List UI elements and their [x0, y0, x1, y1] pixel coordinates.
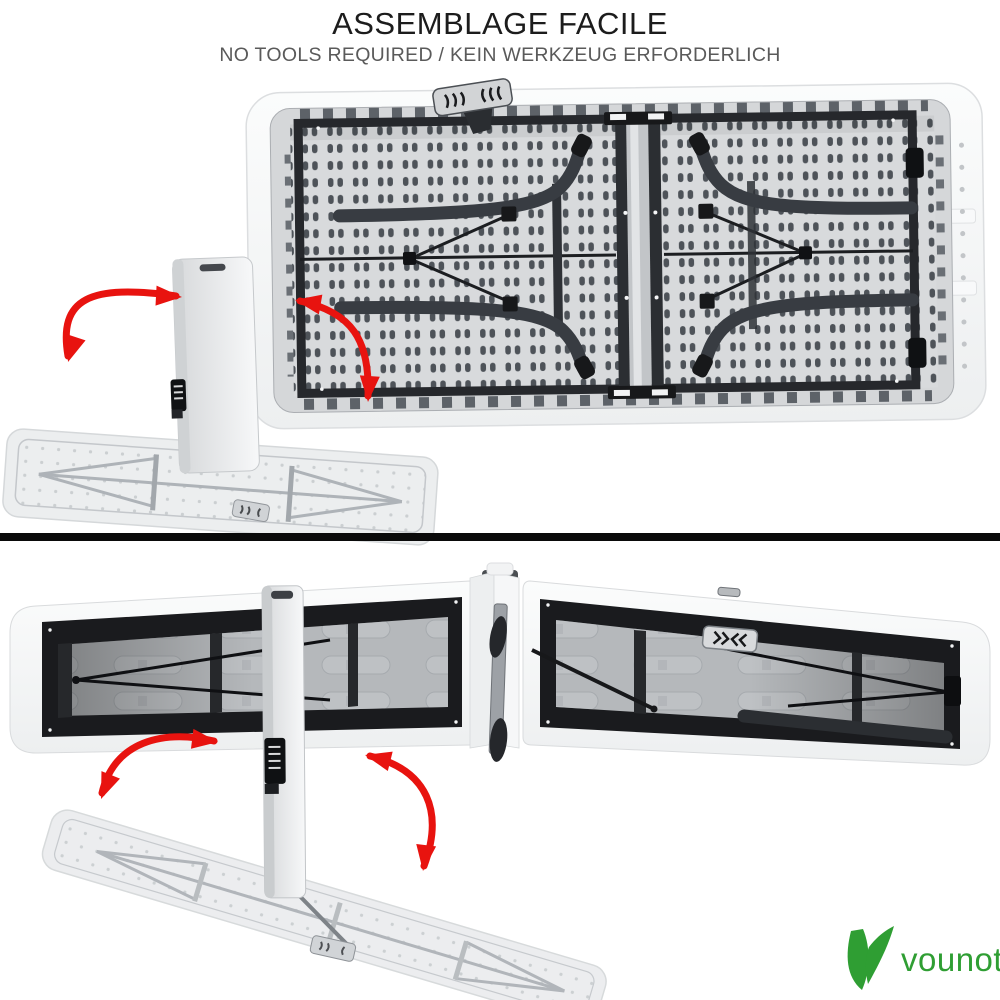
left-wing: [9, 580, 480, 754]
right-wing: [522, 580, 991, 766]
half-folded-table-mini: [2, 256, 439, 546]
v-open-table: [9, 562, 991, 766]
tabletop-standing-panel: [261, 585, 307, 899]
folding-leg: [332, 141, 587, 223]
half-folded-table-mini-bottom: [41, 585, 607, 1000]
tabletop-standing-panel: [170, 256, 260, 474]
handle-slot: [271, 590, 294, 599]
ghost-flat-table: [2, 428, 439, 546]
carry-handle-icon: [432, 78, 513, 135]
section-divider: [0, 533, 1000, 541]
carry-handle-icon: [231, 499, 270, 523]
folded-legs: [332, 140, 920, 375]
page-title: ASSEMBLAGE FACILE: [332, 6, 668, 41]
page-subtitle: NO TOOLS REQUIRED / KEIN WERKZEUG ERFORD…: [219, 44, 781, 66]
folded-leg-tube: [737, 709, 953, 744]
rim-notch: [949, 280, 978, 296]
hanging-leg: [488, 603, 508, 762]
folding-leg: [334, 300, 591, 375]
brand-logo: vounot: [901, 941, 1000, 979]
ghost-flat-table: [41, 809, 607, 1000]
latch-icon: [905, 147, 924, 178]
screws: [316, 118, 899, 391]
folding-leg: [693, 140, 918, 215]
leg-elbow-caps: [501, 132, 715, 380]
vounot-logo-icon: [847, 926, 894, 990]
fold-arrow-icon: [62, 288, 180, 360]
latch-icon: [170, 379, 187, 412]
center-hinge: [469, 562, 658, 762]
brace-rods: [299, 211, 913, 303]
lock-bar: [746, 181, 758, 330]
brand-name: vounot: [901, 941, 1000, 978]
lock-pin: [717, 586, 741, 598]
header: ASSEMBLAGE FACILE NO TOOLS REQUIRED / KE…: [0, 6, 1000, 67]
folded-table-underside: [245, 78, 987, 430]
folding-leg: [697, 293, 920, 374]
handle-slot: [199, 263, 226, 272]
latch-icon: [908, 337, 927, 368]
lock-bar: [551, 183, 564, 332]
latch-icon: [944, 676, 961, 706]
table-hinge: [604, 111, 676, 400]
carry-handle-icon: [309, 935, 357, 962]
carry-handle-icon: [701, 625, 759, 653]
rim-castellations: [284, 100, 968, 410]
